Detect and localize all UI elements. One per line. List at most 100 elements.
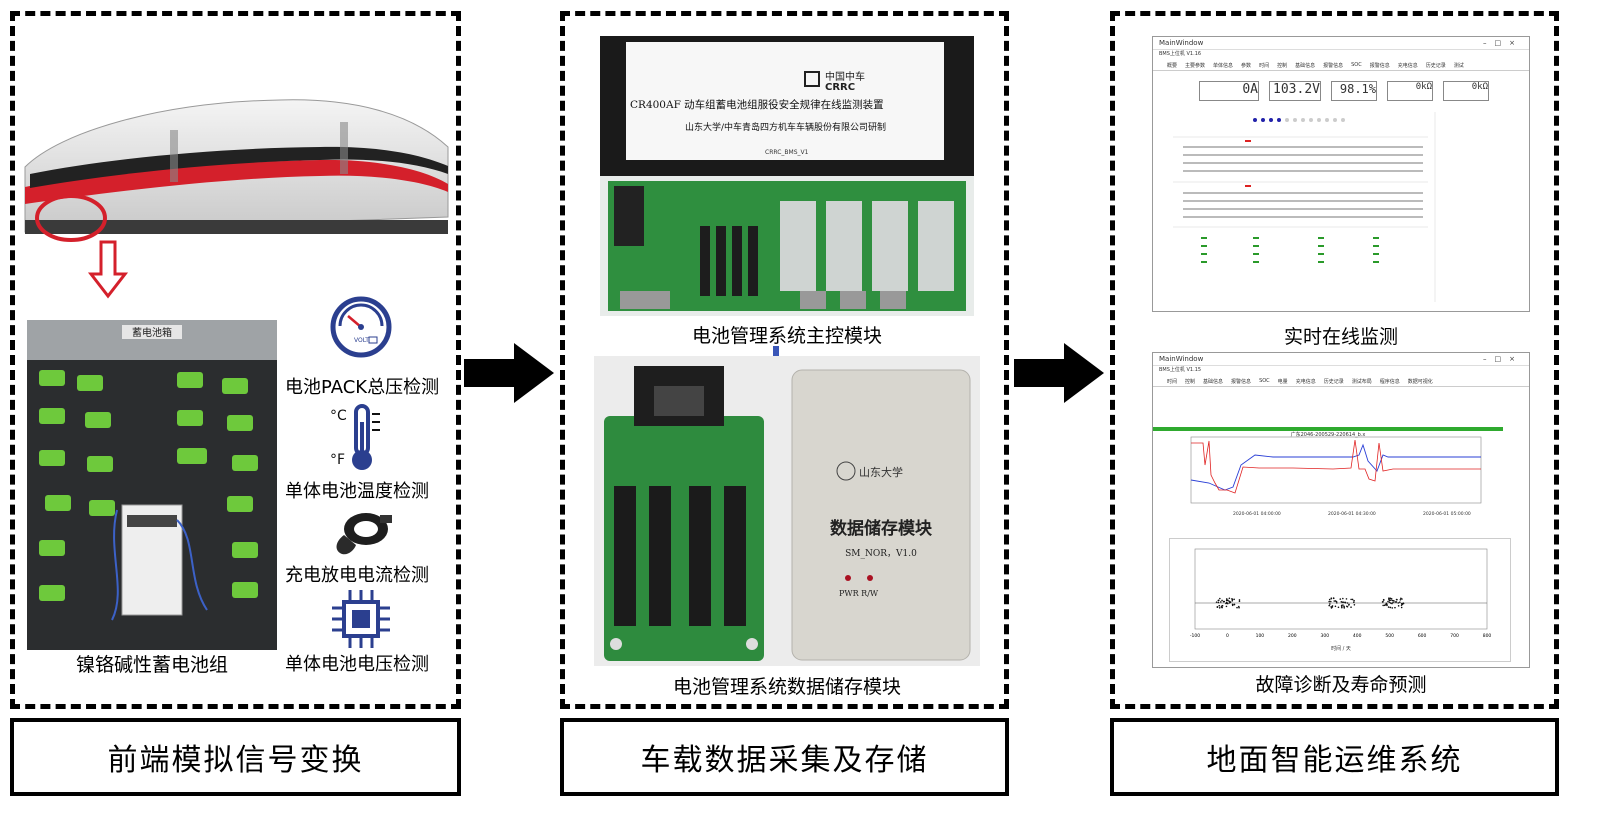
scatter-point xyxy=(1215,601,1218,603)
scatter-point xyxy=(1393,599,1395,602)
chart2-tick-label: 200 xyxy=(1288,633,1297,639)
bms-master-module-photo: 中国中车 CRRC CR400AF 动车组蓄电池组服役安全规律在线监测装置 山东… xyxy=(600,36,974,316)
scatter-point xyxy=(1390,602,1392,604)
scatter-point xyxy=(1353,601,1355,603)
scatter-point xyxy=(1389,606,1392,609)
voltage-current-timeseries-chart: 2020-06-01 04:00:00 2020-06-01 04:30:00 … xyxy=(1190,436,1482,517)
down-arrow-red-icon xyxy=(87,240,129,299)
reading-resistance-1: 0kΩ xyxy=(1387,81,1433,101)
scatter-point xyxy=(1229,601,1232,603)
progress-bar xyxy=(1153,427,1503,431)
svg-text:蓄电池箱: 蓄电池箱 xyxy=(132,326,172,339)
scatter-point xyxy=(1221,604,1224,607)
chart2-tick-label: 100 xyxy=(1256,633,1265,639)
title-onboard-data-acquisition: 车载数据采集及存储 xyxy=(560,718,1009,796)
svg-text:SM_NOR，V1.0: SM_NOR，V1.0 xyxy=(845,549,917,559)
scatter-point xyxy=(1341,606,1343,609)
title-frontend-signal-conversion: 前端模拟信号变换 xyxy=(10,718,461,796)
svg-text:°C: °C xyxy=(330,408,347,424)
scatter-point xyxy=(1394,606,1396,609)
scatter-point xyxy=(1334,605,1337,608)
svg-text:VOLT: VOLT xyxy=(354,337,369,344)
scatter-point xyxy=(1225,598,1228,600)
high-speed-train-image xyxy=(24,99,449,234)
scatter-point xyxy=(1221,599,1223,602)
battery-caption: 镍铬碱性蓄电池组 xyxy=(75,654,228,676)
window-title-2: MainWindow xyxy=(1159,355,1204,363)
scatter-point xyxy=(1222,600,1225,603)
scatter-point xyxy=(1384,604,1386,607)
sensor-label-cell-voltage: 单体电池电压检测 xyxy=(285,654,429,675)
scatter-point xyxy=(1397,602,1400,604)
scatter-point xyxy=(1397,605,1400,607)
scatter-point xyxy=(1340,604,1343,607)
bms-master-caption: 电池管理系统主控模块 xyxy=(691,325,882,347)
window-titlebar-2: MainWindow –□× xyxy=(1153,353,1529,366)
scatter-point xyxy=(1220,601,1222,603)
window-controls[interactable]: –□× xyxy=(1483,39,1523,47)
chart2-tick-label: 400 xyxy=(1353,633,1362,639)
scatter-point xyxy=(1228,602,1231,604)
scatter-point xyxy=(1395,601,1398,603)
app-name-2: BMS上位机 V1.15 xyxy=(1159,367,1202,373)
flow-arrow-2-icon xyxy=(1014,343,1104,403)
scatter-point xyxy=(1329,603,1331,605)
scatter-point xyxy=(1342,597,1344,600)
chart2-tick-label: 700 xyxy=(1450,633,1459,639)
svg-text:2020-06-01 04:00:00: 2020-06-01 04:00:00 xyxy=(1233,511,1281,517)
bms-storage-module-photo: 山东大学 数据储存模块 SM_NOR，V1.0 PWR R/W xyxy=(594,356,980,666)
monitor-caption: 实时在线监测 xyxy=(1283,326,1398,348)
scatter-point xyxy=(1388,598,1390,601)
reading-current: 0A xyxy=(1199,81,1259,101)
window-title: MainWindow xyxy=(1159,39,1204,47)
title-ground-intelligent-maintenance: 地面智能运维系统 xyxy=(1110,718,1559,796)
scatter-point xyxy=(1337,606,1340,609)
window-titlebar: MainWindow –□× xyxy=(1153,37,1529,50)
scatter-point xyxy=(1336,602,1338,604)
chart2-tick-label: 0 xyxy=(1226,633,1229,639)
svg-text:山东大学/中车青岛四方机车车辆股份有限公司研制: 山东大学/中车青岛四方机车车辆股份有限公司研制 xyxy=(685,121,886,133)
scatter-point xyxy=(1329,600,1332,603)
scatter-point xyxy=(1400,606,1403,609)
scatter-point xyxy=(1345,605,1348,608)
window-controls-2[interactable]: –□× xyxy=(1483,355,1523,363)
scatter-point xyxy=(1381,601,1384,603)
scatter-point xyxy=(1340,600,1343,603)
realtime-monitor-window: MainWindow –□× BMS上位机 V1.16 概要主要参数单体信息参数… xyxy=(1152,36,1530,312)
scatter-point xyxy=(1238,600,1241,603)
scatter-point xyxy=(1333,600,1336,602)
scatter-point xyxy=(1228,600,1230,603)
scatter-point xyxy=(1391,602,1393,605)
bogie-highlight-circle xyxy=(35,194,107,242)
monitor-data-tables xyxy=(1173,112,1436,302)
scatter-point xyxy=(1231,598,1234,601)
scatter-point xyxy=(1401,603,1404,605)
scatter-point xyxy=(1345,598,1348,600)
scatter-point xyxy=(1233,603,1236,606)
scatter-point xyxy=(1389,597,1392,600)
scatter-point xyxy=(1346,602,1349,604)
chart2-tick-label: 800 xyxy=(1483,633,1492,639)
sensor-label-cell-temperature: 单体电池温度检测 xyxy=(285,481,429,502)
scatter-point xyxy=(1226,599,1229,602)
scatter-point xyxy=(1216,606,1219,609)
svg-text:2020-06-01 04:30:00: 2020-06-01 04:30:00 xyxy=(1328,511,1376,517)
svg-text:°F: °F xyxy=(330,452,345,468)
scatter-point xyxy=(1399,598,1402,601)
reading-resistance-2: 0kΩ xyxy=(1443,81,1489,101)
chart2-tick-label: -100 xyxy=(1190,633,1200,639)
diagnosis-caption: 故障诊断及寿命预测 xyxy=(1255,674,1427,696)
svg-text:CR400AF 动车组蓄电池组服役安全规律在线监测装置: CR400AF 动车组蓄电池组服役安全规律在线监测装置 xyxy=(630,98,884,111)
battery-pack-photo: 蓄电池箱 xyxy=(27,320,277,650)
scatter-point xyxy=(1330,606,1332,608)
scatter-point xyxy=(1226,602,1229,605)
current-sensor-icon xyxy=(336,513,392,555)
reading-soc: 98.1% xyxy=(1331,81,1377,101)
chart1-title: 广东2046-200529-220614_b.x xyxy=(1290,432,1366,438)
scatter-point xyxy=(1231,600,1234,602)
chart2-tick-label: 600 xyxy=(1418,633,1427,639)
sensor-label-current: 充电放电电流检测 xyxy=(285,565,429,586)
